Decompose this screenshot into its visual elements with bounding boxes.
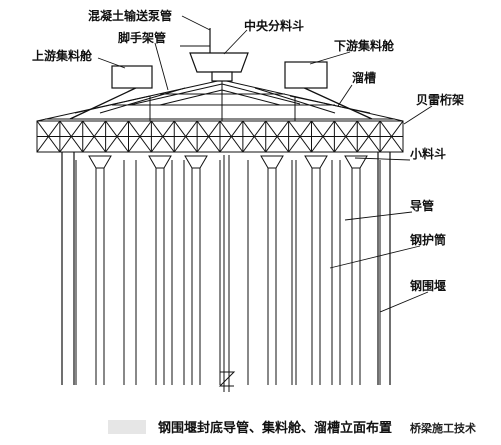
watermark-text: 桥梁施工技术 [410, 421, 476, 435]
chute [69, 85, 373, 120]
central-hopper-neck [211, 71, 233, 82]
label-central-hopper: 中央分料斗 [244, 18, 304, 33]
leader-lines [97, 15, 433, 313]
small-hopper [184, 155, 208, 169]
label-small-hopper: 小料斗 [410, 146, 446, 161]
break-mark [218, 155, 236, 392]
tremie-pipes [75, 155, 381, 385]
label-downstream-silo: 下游集料舱 [334, 38, 395, 53]
tremie-pipe [291, 155, 341, 385]
label-chute: 溜槽 [352, 70, 376, 85]
small-hopper [260, 155, 284, 169]
bailey-truss [36, 120, 404, 153]
tremie-pipe [75, 155, 125, 385]
tremie-pipe [171, 155, 221, 385]
tremie-pipe [331, 155, 381, 385]
figure-caption: 钢围堰封底导管、集料舱、溜槽立面布置 [158, 420, 392, 436]
label-steel-cofferdam: 钢围堰 [410, 278, 446, 293]
central-hopper [189, 52, 249, 73]
steel-cofferdam-outline [61, 152, 391, 385]
label-scaffold-pipe: 脚手架管 [118, 30, 166, 45]
downstream-silo [284, 61, 328, 89]
small-hopper [304, 155, 328, 169]
label-steel-casing: 钢护筒 [410, 232, 446, 247]
small-hopper [148, 155, 172, 169]
upstream-silo [111, 65, 153, 89]
label-upstream-silo: 上游集料舱 [32, 48, 93, 63]
scaffold-truss [36, 79, 404, 122]
tremie-pipe [135, 155, 185, 385]
label-tremie: 导管 [410, 198, 434, 213]
tremie-pipe [247, 155, 297, 385]
caption-blur-box [108, 420, 146, 434]
label-concrete-pump-pipe: 混凝土输送泵管 [88, 8, 172, 23]
label-bailey-truss: 贝雷桁架 [416, 92, 464, 107]
small-hopper [88, 155, 112, 169]
